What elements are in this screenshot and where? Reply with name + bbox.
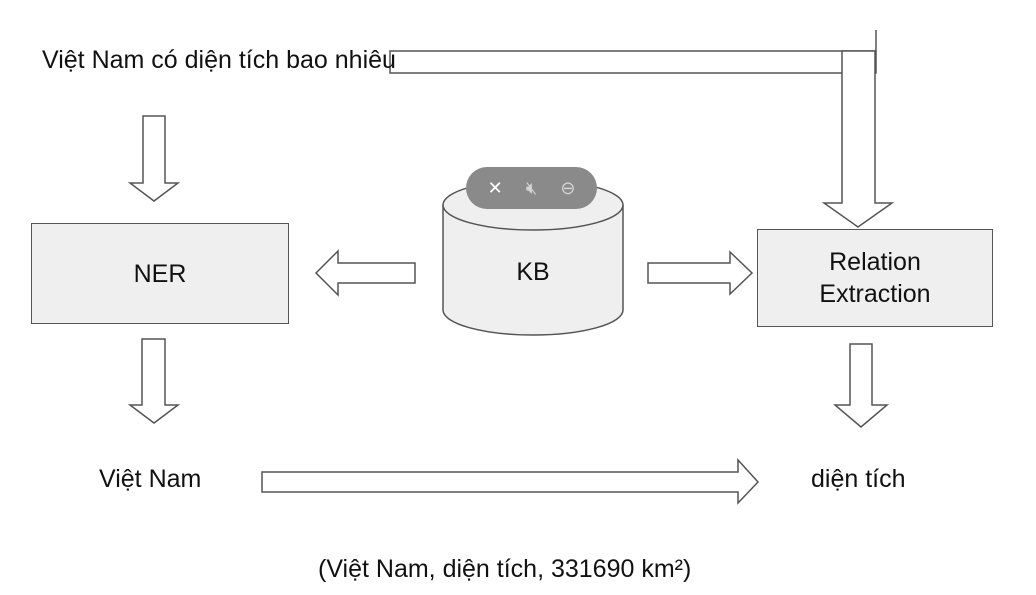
pin-off-icon[interactable]: ✕ <box>487 178 503 198</box>
arrow-entity-to-relation <box>261 458 760 505</box>
arrow-question-to-ner <box>127 115 181 202</box>
kb-label: KB <box>516 258 550 286</box>
mute-icon[interactable]: 🔇︎ <box>525 178 538 198</box>
result-triple: (Việt Nam, diện tích, 331690 km²) <box>318 555 692 583</box>
arrow-kb-to-ner <box>314 249 416 297</box>
entity-output: Việt Nam <box>99 465 202 493</box>
arrow-ner-to-entity <box>127 338 181 424</box>
relation-extraction-box: Relation Extraction <box>757 229 993 327</box>
ner-box: NER <box>31 223 289 324</box>
arrow-kb-to-re <box>647 250 754 296</box>
ner-label: NER <box>133 259 187 288</box>
re-label: Relation Extraction <box>819 248 931 308</box>
minus-circle-icon[interactable]: ⊖ <box>560 178 576 198</box>
arrow-question-to-re <box>389 50 877 74</box>
question-text: Việt Nam có diện tích bao nhiêu <box>42 46 396 74</box>
arrow-re-to-relation <box>832 343 890 428</box>
relation-output: diện tích <box>811 465 906 493</box>
floating-toolbar[interactable]: ✕ 🔇︎ ⊖ <box>466 167 597 209</box>
